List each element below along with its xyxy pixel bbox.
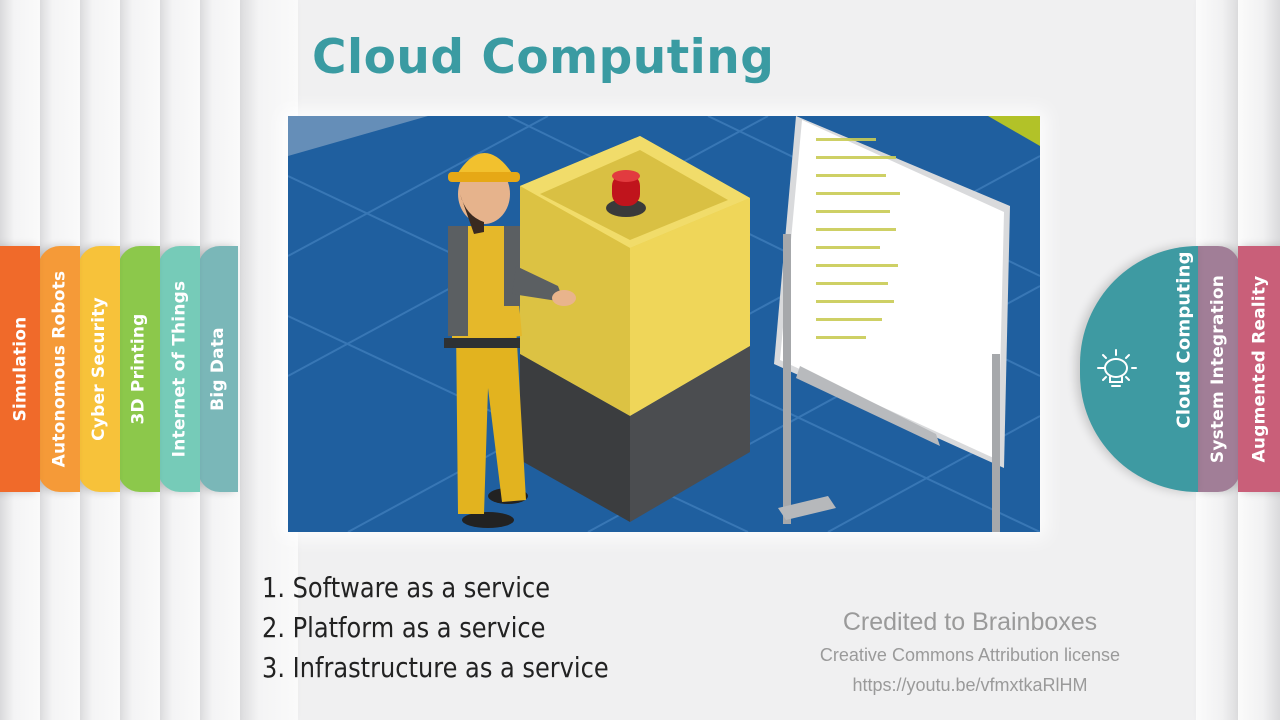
tab-label: System Integration [1208, 274, 1228, 464]
list-item: 3. Infrastructure as a service [262, 651, 609, 684]
tab-label: Cloud Computing [1173, 251, 1195, 429]
list-item: 2. Platform as a service [262, 611, 546, 644]
tab-autonomous-robots[interactable]: Autonomous Robots [38, 246, 80, 492]
license-line: Creative Commons Attribution license [819, 645, 1121, 665]
tab-label: Augmented Reality [1249, 275, 1269, 463]
tab-simulation[interactable]: Simulation [0, 246, 40, 492]
tab-label: Simulation [10, 316, 31, 422]
lightbulb-icon [1097, 349, 1137, 387]
tab-cloud-computing-active[interactable]: Cloud Computing [1080, 246, 1198, 492]
worker-illustration [288, 116, 1040, 532]
tab-system-integration[interactable]: System Integration [1196, 246, 1240, 492]
service-list: 1. Software as a service 2. Platform as … [262, 568, 665, 688]
page-title: Cloud Computing [312, 30, 775, 85]
tab-internet-of-things[interactable]: Internet of Things [158, 246, 200, 492]
tab-big-data[interactable]: Big Data [198, 246, 238, 492]
source-url[interactable]: https://youtu.be/vfmxtkaRlHM [852, 675, 1088, 695]
cloud-computing-illustration [288, 116, 1040, 532]
tab-label: 3D Printing [129, 313, 149, 425]
tab-label: Internet of Things [169, 280, 189, 458]
tab-3d-printing[interactable]: 3D Printing [118, 246, 160, 492]
tab-cyber-security[interactable]: Cyber Security [78, 246, 120, 492]
credits: Credited to Brainboxes Creative Commons … [760, 604, 1180, 700]
tab-label: Big Data [208, 327, 228, 411]
list-item: 1. Software as a service [262, 571, 551, 604]
tab-label: Cyber Security [89, 297, 110, 441]
credit-line: Credited to Brainboxes [842, 608, 1098, 636]
tab-label: Autonomous Robots [49, 270, 69, 468]
tab-augmented-reality[interactable]: Augmented Reality [1238, 246, 1280, 492]
